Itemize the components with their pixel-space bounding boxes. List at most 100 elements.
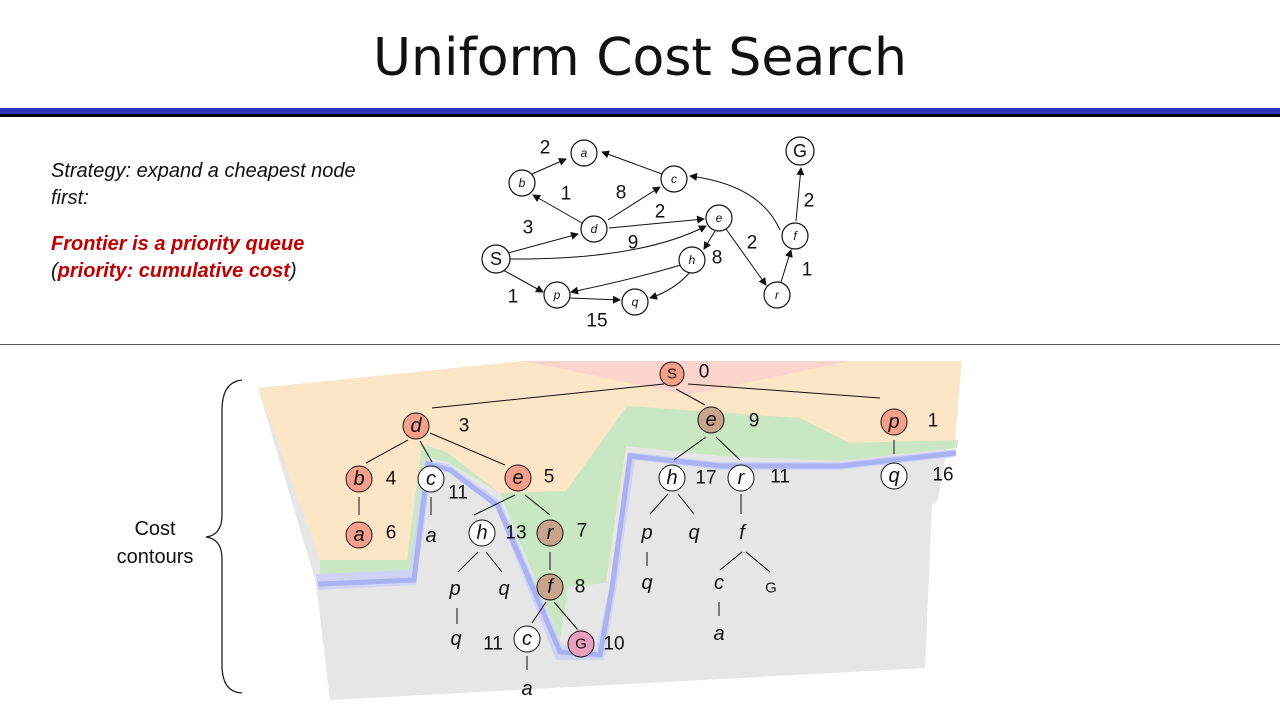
svg-text:a: a [353, 524, 364, 546]
graph-edge-d-e [608, 215, 705, 229]
tree-edge-d-e2 [429, 432, 506, 466]
cost-b: 4 [386, 469, 397, 490]
svg-text:h: h [666, 467, 677, 489]
cost-e2: 5 [544, 467, 555, 488]
graph-edge-S-e [509, 225, 707, 260]
tree-node-h: h [658, 464, 686, 492]
tree-node-a: a [345, 521, 373, 549]
weight-p-q: 15 [586, 311, 607, 332]
tree-node-r2: r [536, 519, 564, 547]
tree-node-p2: p [640, 522, 652, 544]
graph-node-d: d [580, 215, 608, 243]
tree-edge-d-b [365, 439, 409, 464]
cost-r: 11 [770, 467, 790, 488]
tree-node-q2: q [688, 522, 699, 544]
cost-p: 1 [928, 411, 939, 432]
svg-text:b: b [519, 176, 526, 190]
svg-text:f: f [793, 229, 798, 243]
svg-text:d: d [591, 222, 598, 236]
graph-edge-h-q [649, 270, 692, 300]
tree-edge-f2-c2 [719, 551, 743, 571]
tree-node-f: f [536, 573, 564, 601]
graph-edge-S-p [502, 269, 544, 293]
graph-edge-c-a [601, 150, 663, 175]
tree-node-a3: a [521, 678, 532, 700]
tree-node-a2: a [425, 525, 436, 547]
tree-node-p: p [880, 408, 908, 436]
tree-node-q3: q [498, 578, 509, 600]
weight-S-e: 9 [628, 233, 639, 254]
graph-node-S: S [481, 244, 511, 274]
svg-text:S: S [490, 249, 502, 269]
svg-text:r: r [775, 288, 780, 302]
tree-node-h2: h [468, 519, 496, 547]
graph-edge-f-G [795, 167, 805, 222]
tree-node-G: G [567, 630, 595, 658]
svg-text:r: r [738, 467, 746, 489]
weight-d-e: 2 [655, 202, 666, 223]
tree-node-r: r [727, 464, 755, 492]
cost-d: 3 [459, 416, 470, 437]
svg-text:e: e [512, 467, 523, 489]
tree-edge-e2-h2 [473, 494, 516, 516]
graph-weights: 2 1 8 3 2 9 2 8 2 1 1 15 [508, 138, 815, 332]
graph-edge-d-b [532, 194, 583, 224]
graph-edge-p-q [569, 295, 621, 304]
search-tree: S d e p b c [345, 361, 954, 700]
weight-r-f: 1 [802, 260, 813, 281]
contour-brace [205, 379, 243, 694]
frontier-paren-close: ) [289, 260, 297, 282]
weight-S-p: 1 [508, 287, 519, 308]
contour-red [524, 361, 850, 395]
weight-b-a: 2 [540, 138, 551, 159]
cost-contours-label: Cost contours [100, 515, 210, 571]
state-graph: S a b c d e f [481, 136, 815, 332]
tree-node-q4: q [641, 572, 652, 594]
frontier-main: Frontier is a priority queue [51, 233, 305, 255]
svg-text:G: G [793, 141, 807, 161]
weight-S-d: 3 [523, 218, 534, 239]
svg-text:S: S [667, 366, 677, 383]
svg-text:e: e [716, 211, 723, 225]
title-rule-blue [0, 108, 1280, 114]
tree-edge-e-r [715, 436, 741, 461]
tree-edge-e2-r2 [524, 494, 551, 516]
svg-text:c: c [426, 468, 436, 490]
frontier-text: Frontier is a priority queue(priority: c… [51, 231, 381, 285]
svg-text:e: e [705, 409, 716, 431]
tree-edge-f-c3 [531, 601, 547, 624]
slide-title: Uniform Cost Search [372, 28, 907, 88]
svg-text:b: b [353, 468, 364, 490]
cost-h: 17 [695, 468, 716, 489]
cost-S: 0 [699, 362, 710, 383]
cost-contours-line2: contours [116, 546, 194, 568]
tree-edge-h-q2 [677, 493, 695, 515]
section-divider [0, 344, 1280, 345]
graph-edge-e-h [703, 230, 716, 250]
svg-text:c: c [522, 628, 532, 650]
graph-node-c: c [660, 165, 688, 193]
tree-node-f2: f [739, 522, 747, 544]
tree-edge-d-c [419, 440, 433, 463]
tree-edge-f-G [553, 601, 579, 631]
graph-edge-r-f [780, 249, 793, 283]
cost-r2: 7 [577, 521, 588, 542]
tree-node-d: d [402, 412, 430, 440]
tree-node-p3: p [448, 578, 460, 600]
weight-d-c: 8 [616, 183, 627, 204]
tree-edge-S-e [675, 388, 706, 406]
tree-edge-e-h [673, 436, 707, 461]
tree-node-G2: G [765, 580, 777, 597]
tree-edge-S-p [687, 383, 881, 399]
graph-nodes: S a b c d e f [481, 136, 815, 316]
graph-edge-e-r [725, 228, 767, 286]
svg-text:d: d [410, 415, 422, 437]
graph-edges [502, 150, 805, 304]
cost-G: 10 [603, 634, 624, 655]
svg-text:r: r [547, 522, 555, 544]
cost-contours-line1: Cost [134, 518, 176, 540]
cost-q: 16 [932, 465, 953, 486]
graph-node-q: q [621, 288, 649, 316]
svg-text:p: p [553, 288, 561, 302]
